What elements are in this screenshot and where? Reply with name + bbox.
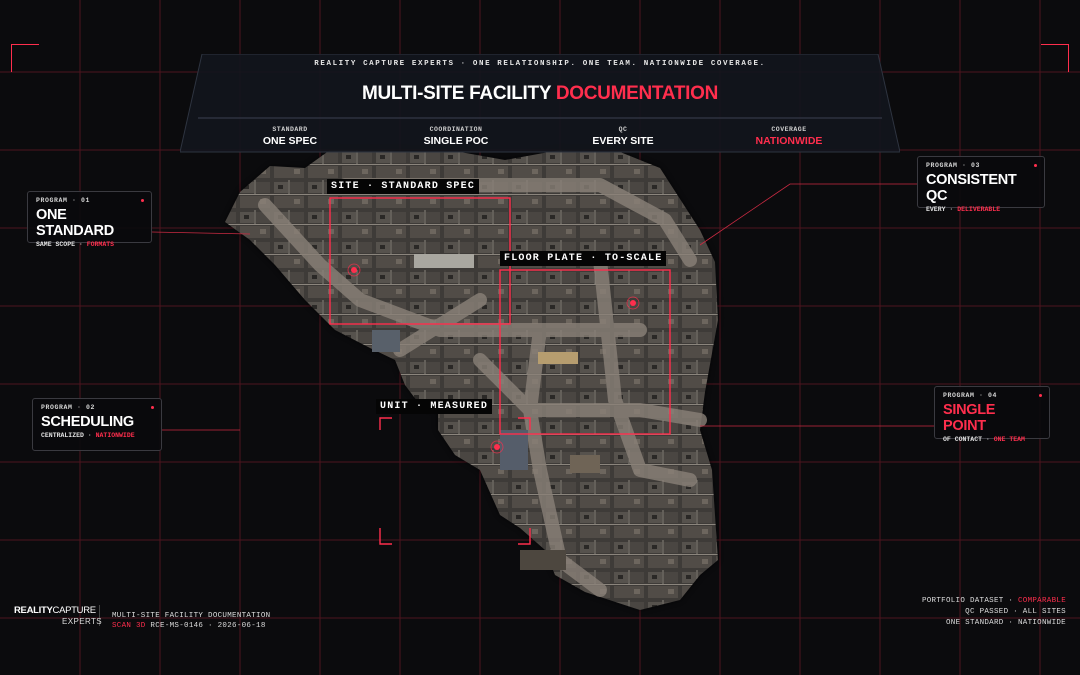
status-row-3: ONE STANDARD · NATIONWIDE bbox=[945, 619, 1066, 627]
meta-code-row: SCAN 3D RCE-MS-0146 · 2026-06-18 bbox=[112, 621, 270, 631]
stat-value: EVERY SITE bbox=[592, 135, 654, 147]
stat-key: STANDARD bbox=[272, 126, 308, 133]
program-code: PROGRAM · 02 bbox=[41, 404, 96, 411]
program-sub-text: OF CONTACT · bbox=[943, 436, 990, 443]
stat-value: NATIONWIDE bbox=[755, 135, 823, 147]
program-sub-text: CENTRALIZED · bbox=[41, 432, 92, 439]
program-title: SCHEDULING bbox=[41, 414, 134, 430]
page-title: MULTI-SITE FACILITY DOCUMENTATION bbox=[180, 83, 900, 105]
status-dot-icon bbox=[1034, 164, 1037, 167]
program-title: CONSISTENT QC bbox=[926, 172, 1017, 204]
stat-standard: STANDARD ONE SPEC bbox=[200, 126, 380, 147]
tagline: REALITY CAPTURE EXPERTS · ONE RELATIONSH… bbox=[314, 60, 766, 68]
status-dot-icon bbox=[1039, 394, 1042, 397]
program-card-01: PROGRAM · 01 ONE STANDARD SAME SCOPE · F… bbox=[27, 191, 152, 248]
program-sub: OF CONTACT · ONE TEAM bbox=[943, 436, 1041, 443]
program-sub: CENTRALIZED · NATIONWIDE bbox=[41, 432, 153, 439]
brand-line-1: REALITYCAPTURE bbox=[14, 605, 99, 616]
status-block: PORTFOLIO DATASET · COMPARABLE QC PASSED… bbox=[922, 596, 1066, 629]
program-code: PROGRAM · 04 bbox=[943, 392, 998, 399]
header-frame bbox=[180, 54, 900, 153]
map-label-floor: FLOOR PLATE · TO-SCALE bbox=[500, 251, 667, 266]
stat-value: ONE SPEC bbox=[262, 135, 318, 147]
stat-qc: QC EVERY SITE bbox=[533, 126, 713, 147]
stat-key: COORDINATION bbox=[429, 126, 483, 133]
corner-bracket-top-left bbox=[11, 44, 39, 72]
program-code: PROGRAM · 03 bbox=[926, 162, 981, 169]
program-card-04: PROGRAM · 04 SINGLE POINT OF CONTACT · O… bbox=[934, 386, 1050, 443]
program-sub: EVERY · DELIVERABLE bbox=[926, 206, 1036, 213]
title-main: MULTI-SITE FACILITY bbox=[361, 83, 551, 104]
meta-code-accent: SCAN 3D bbox=[112, 622, 146, 630]
program-sub-accent: ONE TEAM bbox=[993, 436, 1025, 443]
map-label-unit: UNIT · MEASURED bbox=[376, 399, 493, 414]
status-row-1: PORTFOLIO DATASET · COMPARABLE bbox=[922, 596, 1066, 607]
status-text: PORTFOLIO DATASET · bbox=[921, 597, 1014, 605]
status-accent: COMPARABLE bbox=[1017, 597, 1066, 605]
map-label-site: SITE · STANDARD SPEC bbox=[327, 179, 480, 194]
program-card-03: PROGRAM · 03 CONSISTENT QC EVERY · DELIV… bbox=[917, 156, 1045, 213]
program-card-02: PROGRAM · 02 SCHEDULING CENTRALIZED · NA… bbox=[32, 398, 162, 451]
status-row-2: QC PASSED · ALL SITES bbox=[965, 608, 1066, 616]
stat-value: SINGLE POC bbox=[423, 135, 489, 147]
meta-title: MULTI-SITE FACILITY DOCUMENTATION bbox=[112, 612, 271, 620]
program-code: PROGRAM · 01 bbox=[36, 197, 91, 204]
brand-light: CAPTURE bbox=[52, 605, 97, 616]
stat-coverage: COVERAGE NATIONWIDE bbox=[699, 126, 879, 147]
status-dot-icon bbox=[141, 199, 144, 202]
program-title: ONE STANDARD bbox=[36, 207, 114, 239]
brand-bold: REALITY bbox=[14, 605, 53, 616]
stat-key: COVERAGE bbox=[771, 126, 807, 133]
program-sub-text: EVERY · bbox=[926, 206, 954, 213]
brand-logo: REALITYCAPTURE EXPERTS bbox=[14, 605, 102, 626]
brand-line-2: EXPERTS bbox=[62, 617, 102, 626]
program-title: SINGLE POINT bbox=[943, 402, 996, 434]
document-meta: MULTI-SITE FACILITY DOCUMENTATION SCAN 3… bbox=[112, 611, 270, 631]
corner-bracket-top-right bbox=[1041, 44, 1069, 72]
program-sub-accent: FORMATS bbox=[86, 241, 115, 248]
status-dot-icon bbox=[151, 406, 154, 409]
program-sub-accent: NATIONWIDE bbox=[95, 432, 135, 439]
title-accent: DOCUMENTATION bbox=[555, 83, 718, 104]
stat-coordination: COORDINATION SINGLE POC bbox=[366, 126, 546, 147]
program-sub-text: SAME SCOPE · bbox=[36, 241, 83, 248]
header-panel: REALITY CAPTURE EXPERTS · ONE RELATIONSH… bbox=[180, 54, 900, 154]
program-sub: SAME SCOPE · FORMATS bbox=[36, 241, 143, 248]
meta-code: RCE-MS-0146 · 2026-06-18 bbox=[150, 622, 266, 630]
program-sub-accent: DELIVERABLE bbox=[957, 206, 1001, 213]
stat-key: QC bbox=[618, 126, 628, 133]
